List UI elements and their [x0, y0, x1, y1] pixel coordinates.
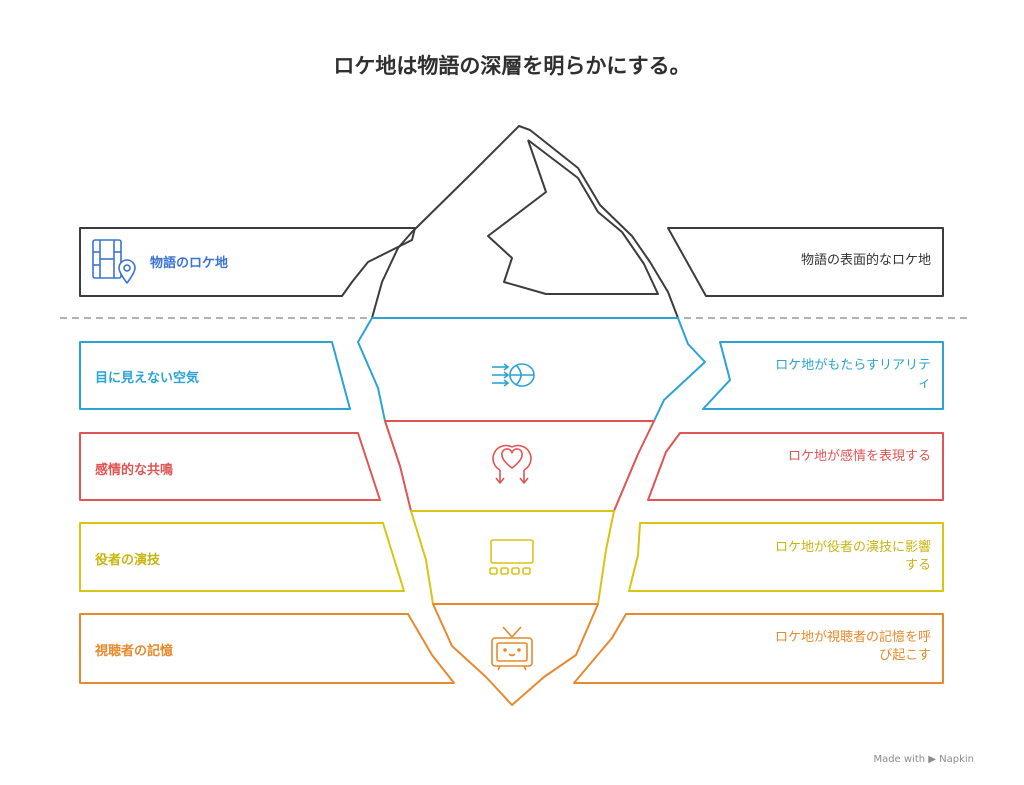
layer-2-right-box: [647, 432, 944, 501]
page-title: ロケ地は物語の深層を明らかにする。: [333, 54, 691, 78]
film-location-icon: [92, 239, 136, 284]
heart-exchange-icon: [492, 444, 532, 484]
layer-2-left-box: [79, 432, 381, 501]
retro-tv-icon: [491, 626, 533, 671]
layer-4-right-box: [573, 613, 944, 684]
top-right-box: [667, 227, 944, 297]
layer-3-right-box: [628, 522, 944, 592]
layer-1-left-label: 目に見えない空気: [95, 371, 200, 386]
layer-3-band: [410, 510, 615, 605]
top-right-label: 物語の表面的なロケ地: [800, 253, 931, 268]
iceberg-tip: [371, 125, 679, 319]
layer-4-left-label: 視聴者の記憶: [95, 644, 174, 659]
layer-2: [79, 420, 944, 512]
screen-rating-icon: [489, 539, 534, 575]
light-lens-icon: [492, 363, 535, 387]
layer-3-left-label: 役者の演技: [95, 553, 161, 568]
layer-3-left-box: [79, 522, 405, 592]
layer-1-right-label: ロケ地がもたらすリアリティ: [775, 358, 931, 391]
top-left-box: [79, 227, 416, 297]
layer-4-left-box: [79, 613, 455, 684]
layer-4-band: [432, 603, 599, 706]
layer-4-right-label: ロケ地が視聴者の記憶を呼び起こす: [774, 630, 931, 663]
layer-2-right-label: ロケ地が感情を表現する: [787, 449, 931, 464]
top-left-label: 物語のロケ地: [150, 256, 229, 271]
layer-1: [79, 317, 944, 422]
layer-2-band: [384, 420, 655, 512]
layer-2-left-label: 感情的な共鳴: [95, 463, 174, 478]
napkin-watermark: Made with ▶ Napkin: [873, 754, 974, 765]
layer-1-left-box: [79, 341, 351, 410]
layer-3-right-label: ロケ地が役者の演技に影響する: [774, 540, 931, 573]
layer-4: [79, 603, 944, 706]
layer-1-band: [357, 317, 706, 422]
layer-1-right-box: [702, 341, 944, 410]
